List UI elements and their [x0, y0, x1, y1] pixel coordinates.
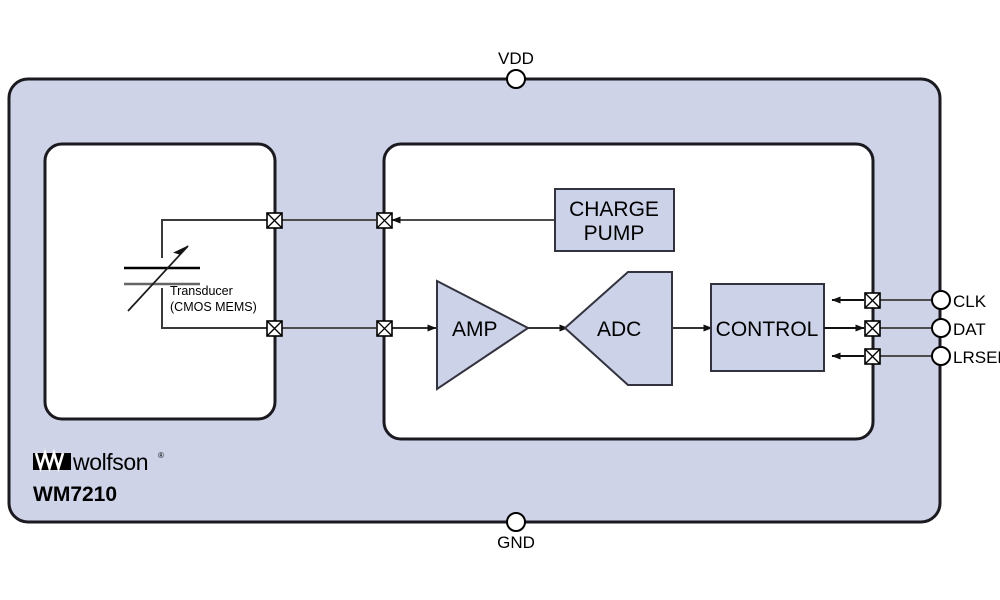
amp-label: AMP	[452, 318, 498, 341]
charge-pump-label-line2: PUMP	[584, 222, 645, 245]
part-number-label: WM7210	[33, 483, 117, 506]
bond-pads	[266, 212, 881, 365]
variable-capacitor-icon	[124, 245, 200, 312]
wolfson-logo-icon	[33, 448, 71, 473]
pin-vdd-label: VDD	[498, 49, 534, 68]
pin-vdd-terminal[interactable]	[506, 69, 526, 89]
transducer-wiring	[161, 219, 274, 329]
charge-pump-block	[554, 188, 675, 252]
pad-asic-lrsel	[864, 348, 881, 365]
pad-transducer-bottom	[266, 320, 283, 337]
pin-clk-label: CLK	[953, 292, 987, 311]
pin-dat-label: DAT	[953, 320, 986, 339]
control-label: CONTROL	[716, 318, 819, 341]
pad-asic-dat	[864, 320, 881, 337]
pin-gnd-label: GND	[497, 533, 535, 552]
brand-wordmark: wolfson	[72, 449, 148, 475]
pin-lrsel-label: LRSEL	[953, 348, 1000, 367]
amp-block	[436, 279, 530, 391]
brand-trademark-icon: ®	[158, 451, 164, 460]
pad-asic-clk	[864, 292, 881, 309]
pad-asic-bias	[376, 212, 393, 229]
adc-label: ADC	[597, 318, 641, 341]
pad-asic-signal	[376, 320, 393, 337]
pin-gnd-terminal[interactable]	[506, 512, 526, 532]
transducer-label-line1: Transducer	[170, 284, 233, 298]
transducer-die-outline	[43, 142, 277, 421]
transducer-label-line2: (CMOS MEMS)	[170, 300, 257, 314]
pin-dat-terminal[interactable]	[931, 318, 951, 338]
pin-clk-terminal[interactable]	[931, 290, 951, 310]
pin-lrsel-terminal[interactable]	[931, 346, 951, 366]
pad-transducer-top	[266, 212, 283, 229]
charge-pump-label-line1: CHARGE	[569, 198, 659, 221]
